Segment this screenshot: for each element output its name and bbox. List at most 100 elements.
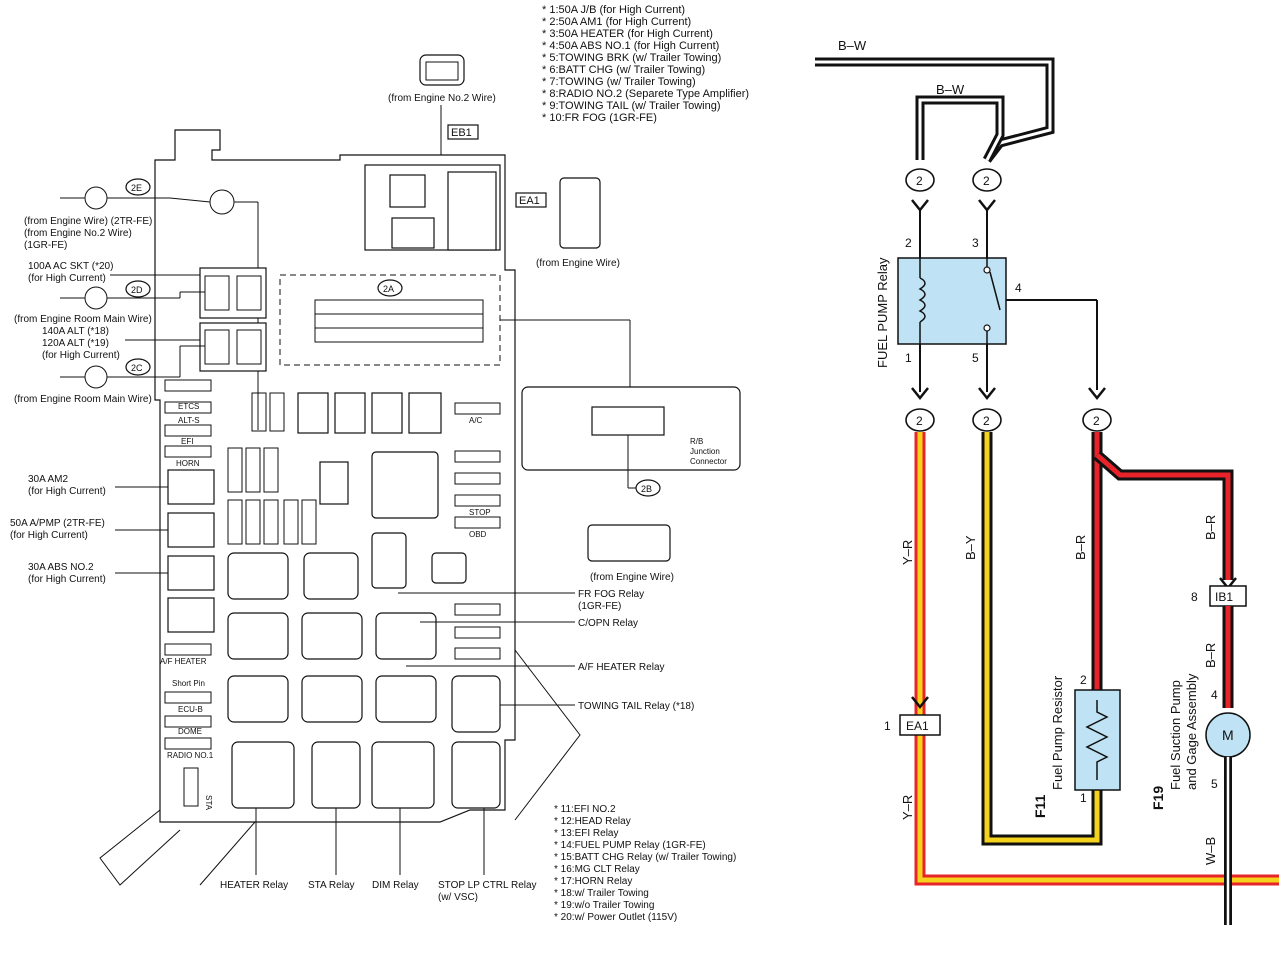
bw-mid-label: B–W [936, 82, 965, 97]
fuse-label: ECU-B [178, 705, 203, 714]
pin: 1 [905, 351, 912, 365]
note-top: * 1:50A J/B (for High Current) [542, 4, 685, 16]
left-2e-line: (from Engine No.2 Wire) [24, 228, 132, 239]
f19-name: Fuel Suction Pump [1168, 680, 1183, 790]
relay-label: HEATER Relay [220, 880, 288, 891]
c2a-label: 2A [383, 284, 394, 294]
note-top: * 2:50A AM1 (for High Current) [542, 16, 691, 28]
left-2d: (from Engine Room Main Wire) [14, 314, 152, 325]
ea1-pin: 1 [884, 719, 891, 733]
notes-bottom: * 11:EFI NO.2 * 12:HEAD Relay * 13:EFI R… [554, 804, 736, 923]
relay-label: (1GR-FE) [578, 601, 621, 612]
note-top: * 3:50A HEATER (for High Current) [542, 28, 713, 40]
relay-label: A/F HEATER Relay [578, 662, 665, 673]
fuse-label: RADIO NO.1 [167, 751, 214, 760]
yr-label: Y–R [900, 540, 915, 565]
left-100a: 100A AC SKT (*20) [28, 261, 113, 272]
from-engine-wire-b: (from Engine Wire) [590, 572, 674, 583]
conn-num: 2 [983, 174, 990, 188]
left-fuse-column: ETCS ALT-S EFI HORN 30A AM2 (for High Cu… [10, 379, 215, 811]
conn-num: 2 [916, 414, 923, 428]
relay-label: FR FOG Relay [578, 589, 644, 600]
f11-code: F11 [1032, 794, 1048, 818]
conn-num: 2 [983, 414, 990, 428]
note-bottom: * 13:EFI Relay [554, 828, 618, 839]
note-bottom: * 16:MG CLT Relay [554, 864, 640, 875]
from-engine-wire-a: (from Engine Wire) [536, 258, 620, 269]
left-apmp: 50A A/PMP (2TR-FE) [10, 518, 105, 529]
wb-label: W–B [1203, 837, 1218, 865]
left-abs2: (for High Current) [28, 574, 106, 585]
fuse-label: A/F HEATER [160, 657, 207, 666]
f19-name: and Gage Assembly [1184, 673, 1199, 790]
fuse-label: DOME [178, 727, 202, 736]
f19-pin: 5 [1211, 777, 1218, 791]
note-bottom: * 19:w/o Trailer Towing [554, 900, 654, 911]
left-2e-line: (1GR-FE) [24, 240, 67, 251]
br-label: B–R [1203, 643, 1218, 668]
yr-label: Y–R [900, 795, 915, 820]
left-alt: 140A ALT (*18) [42, 326, 109, 337]
fuse-label: HORN [176, 459, 200, 468]
ib1-conn: IB1 [1215, 590, 1233, 604]
ib1-pin: 8 [1191, 590, 1198, 604]
fuse-label: STA [204, 795, 213, 811]
note-top: * 6:BATT CHG (w/ Trailer Towing) [542, 64, 705, 76]
c2c-label: 2C [131, 363, 143, 373]
relay-label: TOWING TAIL Relay (*18) [578, 701, 694, 712]
fuse-label: ETCS [178, 402, 199, 411]
rb-label: Connector [690, 457, 727, 466]
br-label: B–R [1073, 535, 1088, 560]
ea1-label: EA1 [519, 195, 540, 207]
relay-label: DIM Relay [372, 880, 419, 891]
relay-label: STA Relay [308, 880, 355, 891]
f19-code: F19 [1150, 786, 1166, 810]
note-top: * 9:TOWING TAIL (w/ Trailer Towing) [542, 100, 721, 112]
pin: 5 [972, 351, 979, 365]
motor-label: M [1222, 727, 1234, 743]
fuse-label: EFI [181, 437, 193, 446]
notes-top: * 1:50A J/B (for High Current) * 2:50A A… [542, 4, 749, 124]
left-100a: (for High Current) [28, 273, 106, 284]
c2e-label: 2E [131, 183, 142, 193]
fuse-label: Short Pin [172, 679, 205, 688]
fuse-box-diagram: * 1:50A J/B (for High Current) * 2:50A A… [10, 4, 749, 923]
note-bottom: * 20:w/ Power Outlet (115V) [554, 912, 677, 923]
br-label: B–R [1203, 515, 1218, 540]
note-bottom: * 14:FUEL PUMP Relay (1GR-FE) [554, 840, 706, 851]
relay-label: (w/ VSC) [438, 892, 478, 903]
fuse-label: OBD [469, 530, 487, 539]
note-top: * 5:TOWING BRK (w/ Trailer Towing) [542, 52, 721, 64]
relay-label: STOP LP CTRL Relay [438, 880, 537, 891]
fuel-pump-relay-label: FUEL PUMP Relay [875, 257, 890, 368]
fuse-label: STOP [469, 508, 491, 517]
note-top: * 7:TOWING (w/ Trailer Towing) [542, 76, 696, 88]
fuse-label: ALT-S [178, 416, 200, 425]
note-bottom: * 11:EFI NO.2 [554, 804, 616, 815]
rb-label: R/B [690, 437, 703, 446]
left-abs2: 30A ABS NO.2 [28, 562, 94, 573]
note-bottom: * 17:HORN Relay [554, 876, 632, 887]
left-am2: 30A AM2 [28, 474, 68, 485]
left-alt: 120A ALT (*19) [42, 338, 109, 349]
f11-name: Fuel Pump Resistor [1050, 675, 1065, 790]
left-2e-line: (from Engine Wire) (2TR-FE) [24, 216, 152, 227]
f11-pin: 2 [1080, 673, 1087, 687]
f19-pin: 4 [1211, 688, 1218, 702]
left-2c: (from Engine Room Main Wire) [14, 394, 152, 405]
fuse-label: A/C [469, 416, 483, 425]
conn-num: 2 [1093, 414, 1100, 428]
bw-top-label: B–W [838, 38, 867, 53]
left-am2: (for High Current) [28, 486, 106, 497]
c2b-label: 2B [641, 484, 652, 494]
pin: 4 [1015, 281, 1022, 295]
note-bottom: * 15:BATT CHG Relay (w/ Trailer Towing) [554, 852, 736, 863]
by-label: B–Y [963, 535, 978, 560]
left-apmp: (for High Current) [10, 530, 88, 541]
note-bottom: * 18:w/ Trailer Towing [554, 888, 649, 899]
fuse-block-center: A/C STOP OBD [227, 392, 501, 809]
conn-num: 2 [916, 174, 923, 188]
rb-label: Junction [690, 447, 720, 456]
note-top: * 4:50A ABS NO.1 (for High Current) [542, 40, 719, 52]
